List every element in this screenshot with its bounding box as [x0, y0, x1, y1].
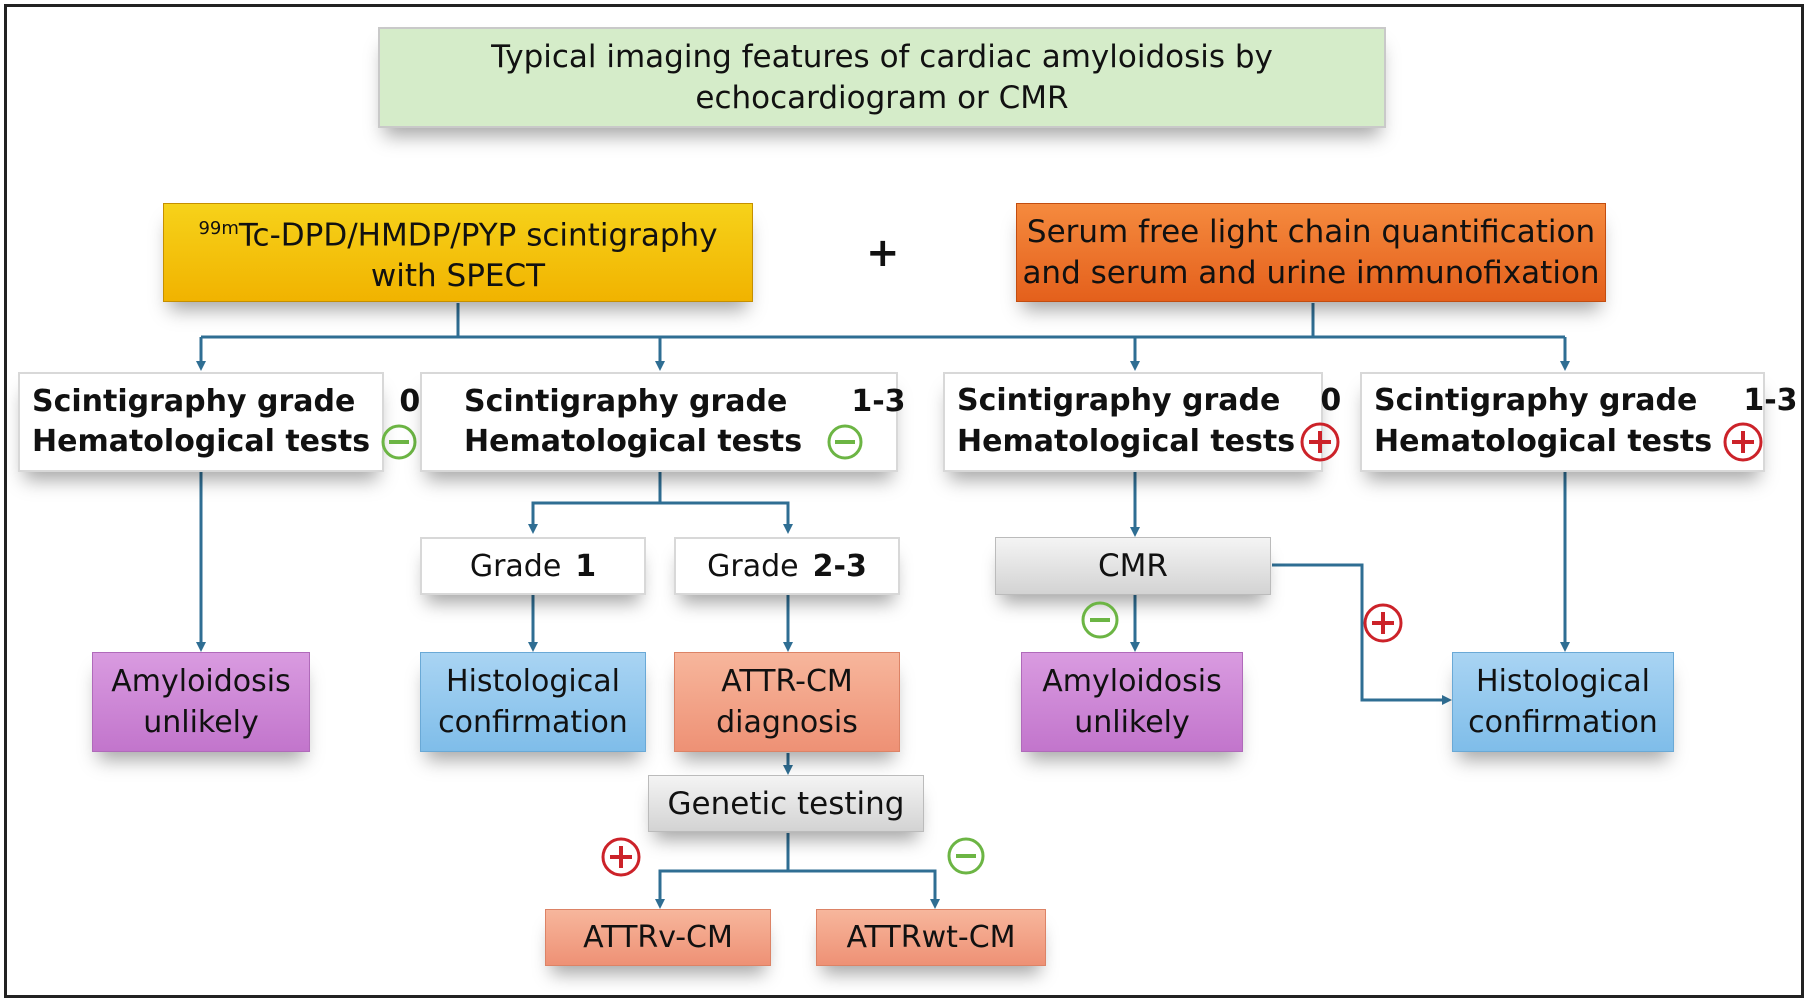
grade-word: Grade [469, 548, 562, 584]
plus-circle-icon [601, 837, 641, 877]
genetic-testing-box: Genetic testing [648, 775, 924, 832]
scintigraphy-box: 99mTc-DPD/HMDP/PYP scintigraphy with SPE… [163, 203, 753, 302]
connector-branch2-down [528, 472, 662, 534]
minus-circle-icon [381, 424, 417, 460]
attr-cm-diagnosis: ATTR-CM diagnosis [674, 652, 900, 752]
branch-grade0-positive: Scintigraphy grade 0 Hematological tests [943, 372, 1341, 472]
scintigraphy-line2: with SPECT [370, 258, 546, 295]
scintigraphy-line1: Tc-DPD/HMDP/PYP scintigraphy [238, 217, 718, 254]
diagram-frame [4, 4, 1804, 998]
histological-line2: confirmation [438, 705, 628, 740]
attrv-cm-label: ATTRv-CM [583, 920, 733, 955]
branch-grade13-negative: Scintigraphy grade 1-3 Hematological test… [420, 372, 906, 472]
connector-branch2-right [660, 501, 793, 534]
hema-label: Hematological tests [32, 424, 371, 459]
genetic-testing-label: Genetic testing [667, 785, 905, 822]
hema-label: Hematological tests [957, 424, 1296, 459]
plus-circle-icon [1363, 603, 1403, 643]
connector-genetic-right [788, 869, 940, 909]
grade-value: 1-3 [1743, 383, 1798, 418]
hema-label: Hematological tests [1374, 424, 1713, 459]
attrv-cm-box: ATTRv-CM [545, 909, 771, 966]
grade-label: Scintigraphy grade [1374, 383, 1698, 418]
unlikely-line1: Amyloidosis [111, 664, 291, 699]
cmr-box: CMR [995, 537, 1271, 595]
title-line1: Typical imaging features of cardiac amyl… [491, 38, 1273, 75]
plus-symbol: + [866, 230, 900, 276]
plus-circle-icon [1723, 422, 1763, 462]
grade-value: 0 [1320, 383, 1342, 418]
histological-line1: Histological [446, 664, 620, 699]
grade-label: Scintigraphy grade [464, 384, 788, 419]
title-box: Typical imaging features of cardiac amyl… [378, 27, 1386, 128]
unlikely-line1: Amyloidosis [1042, 664, 1222, 699]
attrwt-cm-box: ATTRwt-CM [816, 909, 1046, 966]
grade23-box: Grade 2-3 [674, 537, 900, 595]
unlikely-line2: unlikely [1074, 705, 1190, 740]
title-line2: echocardiogram or CMR [695, 79, 1069, 116]
histological-confirmation-1: Histological confirmation [420, 652, 646, 752]
branch-grade13-positive: Scintigraphy grade 1-3 Hematological test… [1360, 372, 1798, 472]
grade-word: Grade [707, 548, 799, 584]
serum-line1: Serum free light chain quantification [1026, 213, 1596, 250]
histological-line1: Histological [1476, 664, 1650, 699]
histological-confirmation-2: Histological confirmation [1452, 652, 1674, 752]
histological-line2: confirmation [1468, 705, 1658, 740]
amyloidosis-unlikely-1: Amyloidosis unlikely [92, 652, 310, 752]
plus-circle-icon [1300, 422, 1340, 462]
unlikely-line2: unlikely [143, 705, 259, 740]
minus-circle-icon [827, 424, 863, 460]
connector-genetic-down [655, 833, 790, 909]
minus-circle-icon [1081, 601, 1119, 639]
attrwt-cm-label: ATTRwt-CM [846, 920, 1016, 955]
serum-line2: and serum and urine immunofixation [1022, 254, 1600, 291]
grade1-value: 1 [575, 548, 597, 584]
attr-cm-line2: diagnosis [716, 705, 858, 740]
connector-cmr-positive [1272, 563, 1452, 705]
grade-value: 0 [399, 384, 421, 419]
hema-label: Hematological tests [464, 424, 803, 459]
minus-circle-icon [947, 837, 985, 875]
grade1-box: Grade 1 [420, 537, 646, 595]
attr-cm-line1: ATTR-CM [721, 664, 853, 699]
cmr-label: CMR [1098, 548, 1168, 584]
serum-box: Serum free light chain quantification an… [1016, 203, 1606, 302]
grade23-value: 2-3 [812, 548, 867, 584]
grade-label: Scintigraphy grade [32, 384, 356, 419]
grade-value: 1-3 [851, 384, 906, 419]
amyloidosis-unlikely-2: Amyloidosis unlikely [1021, 652, 1243, 752]
isotope-superscript: 99m [198, 217, 239, 239]
grade-label: Scintigraphy grade [957, 383, 1281, 418]
